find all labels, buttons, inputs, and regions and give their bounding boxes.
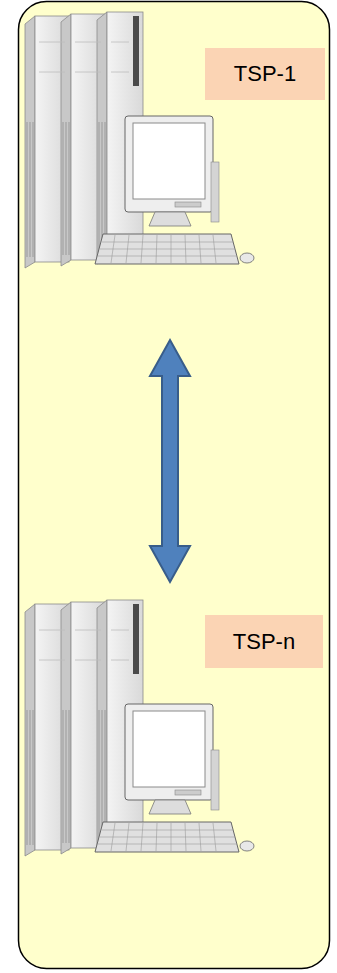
double-arrow bbox=[150, 340, 190, 582]
group-band bbox=[19, 2, 330, 969]
server-group: TSP-n bbox=[20, 585, 330, 915]
server-label: TSP-1 bbox=[205, 48, 325, 100]
server-label: TSP-n bbox=[205, 615, 323, 668]
server-group: TSP-1 bbox=[20, 8, 330, 338]
